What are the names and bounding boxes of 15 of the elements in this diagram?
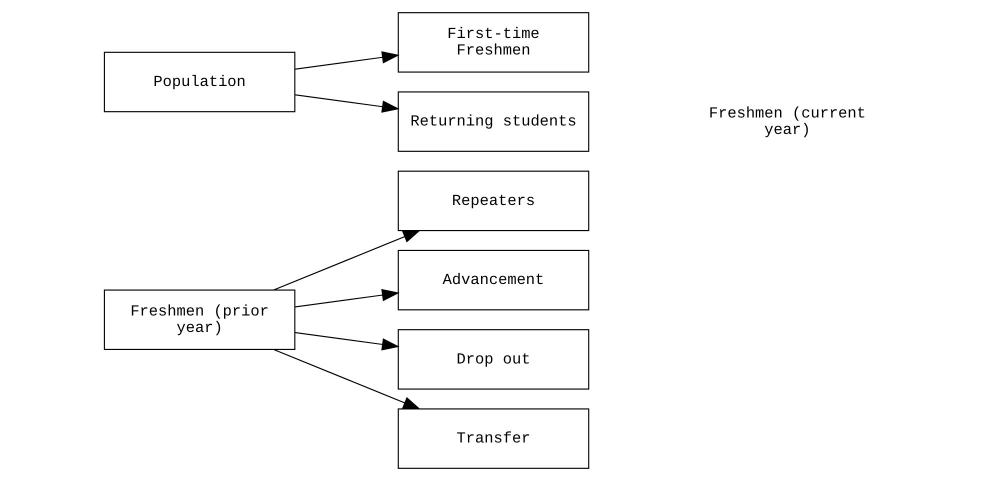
arrow <box>274 349 421 410</box>
arrow <box>294 94 400 113</box>
node-box: Advancement <box>398 250 590 310</box>
node-box: Transfer <box>398 408 590 469</box>
node-box: First-time Freshmen <box>398 12 590 73</box>
node-box: Drop out <box>398 329 590 390</box>
node-box: Repeaters <box>398 170 590 232</box>
label: Freshmen (current year) <box>708 104 866 139</box>
arrow <box>274 230 421 290</box>
arrow <box>294 332 400 350</box>
node-box: Population <box>104 52 296 112</box>
arrow <box>294 51 400 70</box>
node-box: Freshmen (prior year) <box>104 289 296 350</box>
arrow <box>294 289 400 308</box>
node-box: Returning students <box>398 91 590 152</box>
